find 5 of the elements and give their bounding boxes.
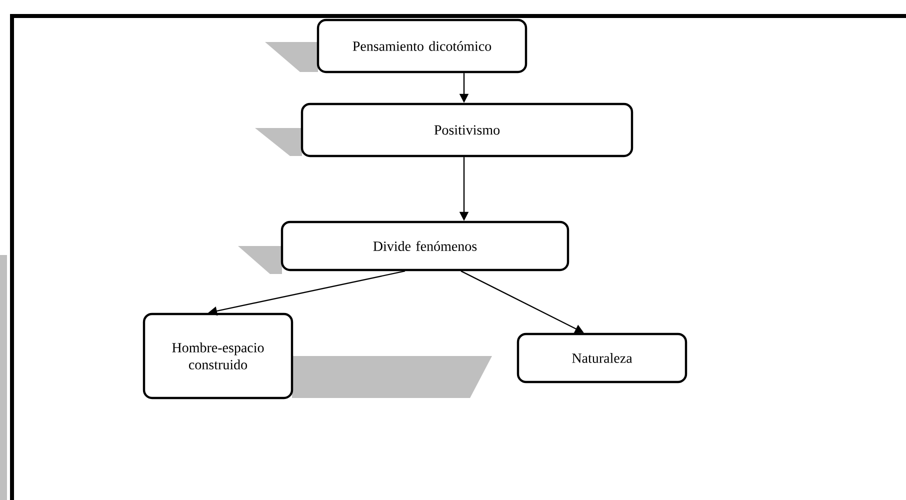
- process-box: Hombre-espacio construido: [142, 312, 294, 400]
- process-box: Positivismo: [300, 102, 634, 158]
- process-box: Pensamiento dicotómico: [316, 18, 528, 74]
- process-box: Naturaleza: [516, 332, 688, 384]
- process-box: Divide fenómenos: [280, 220, 570, 272]
